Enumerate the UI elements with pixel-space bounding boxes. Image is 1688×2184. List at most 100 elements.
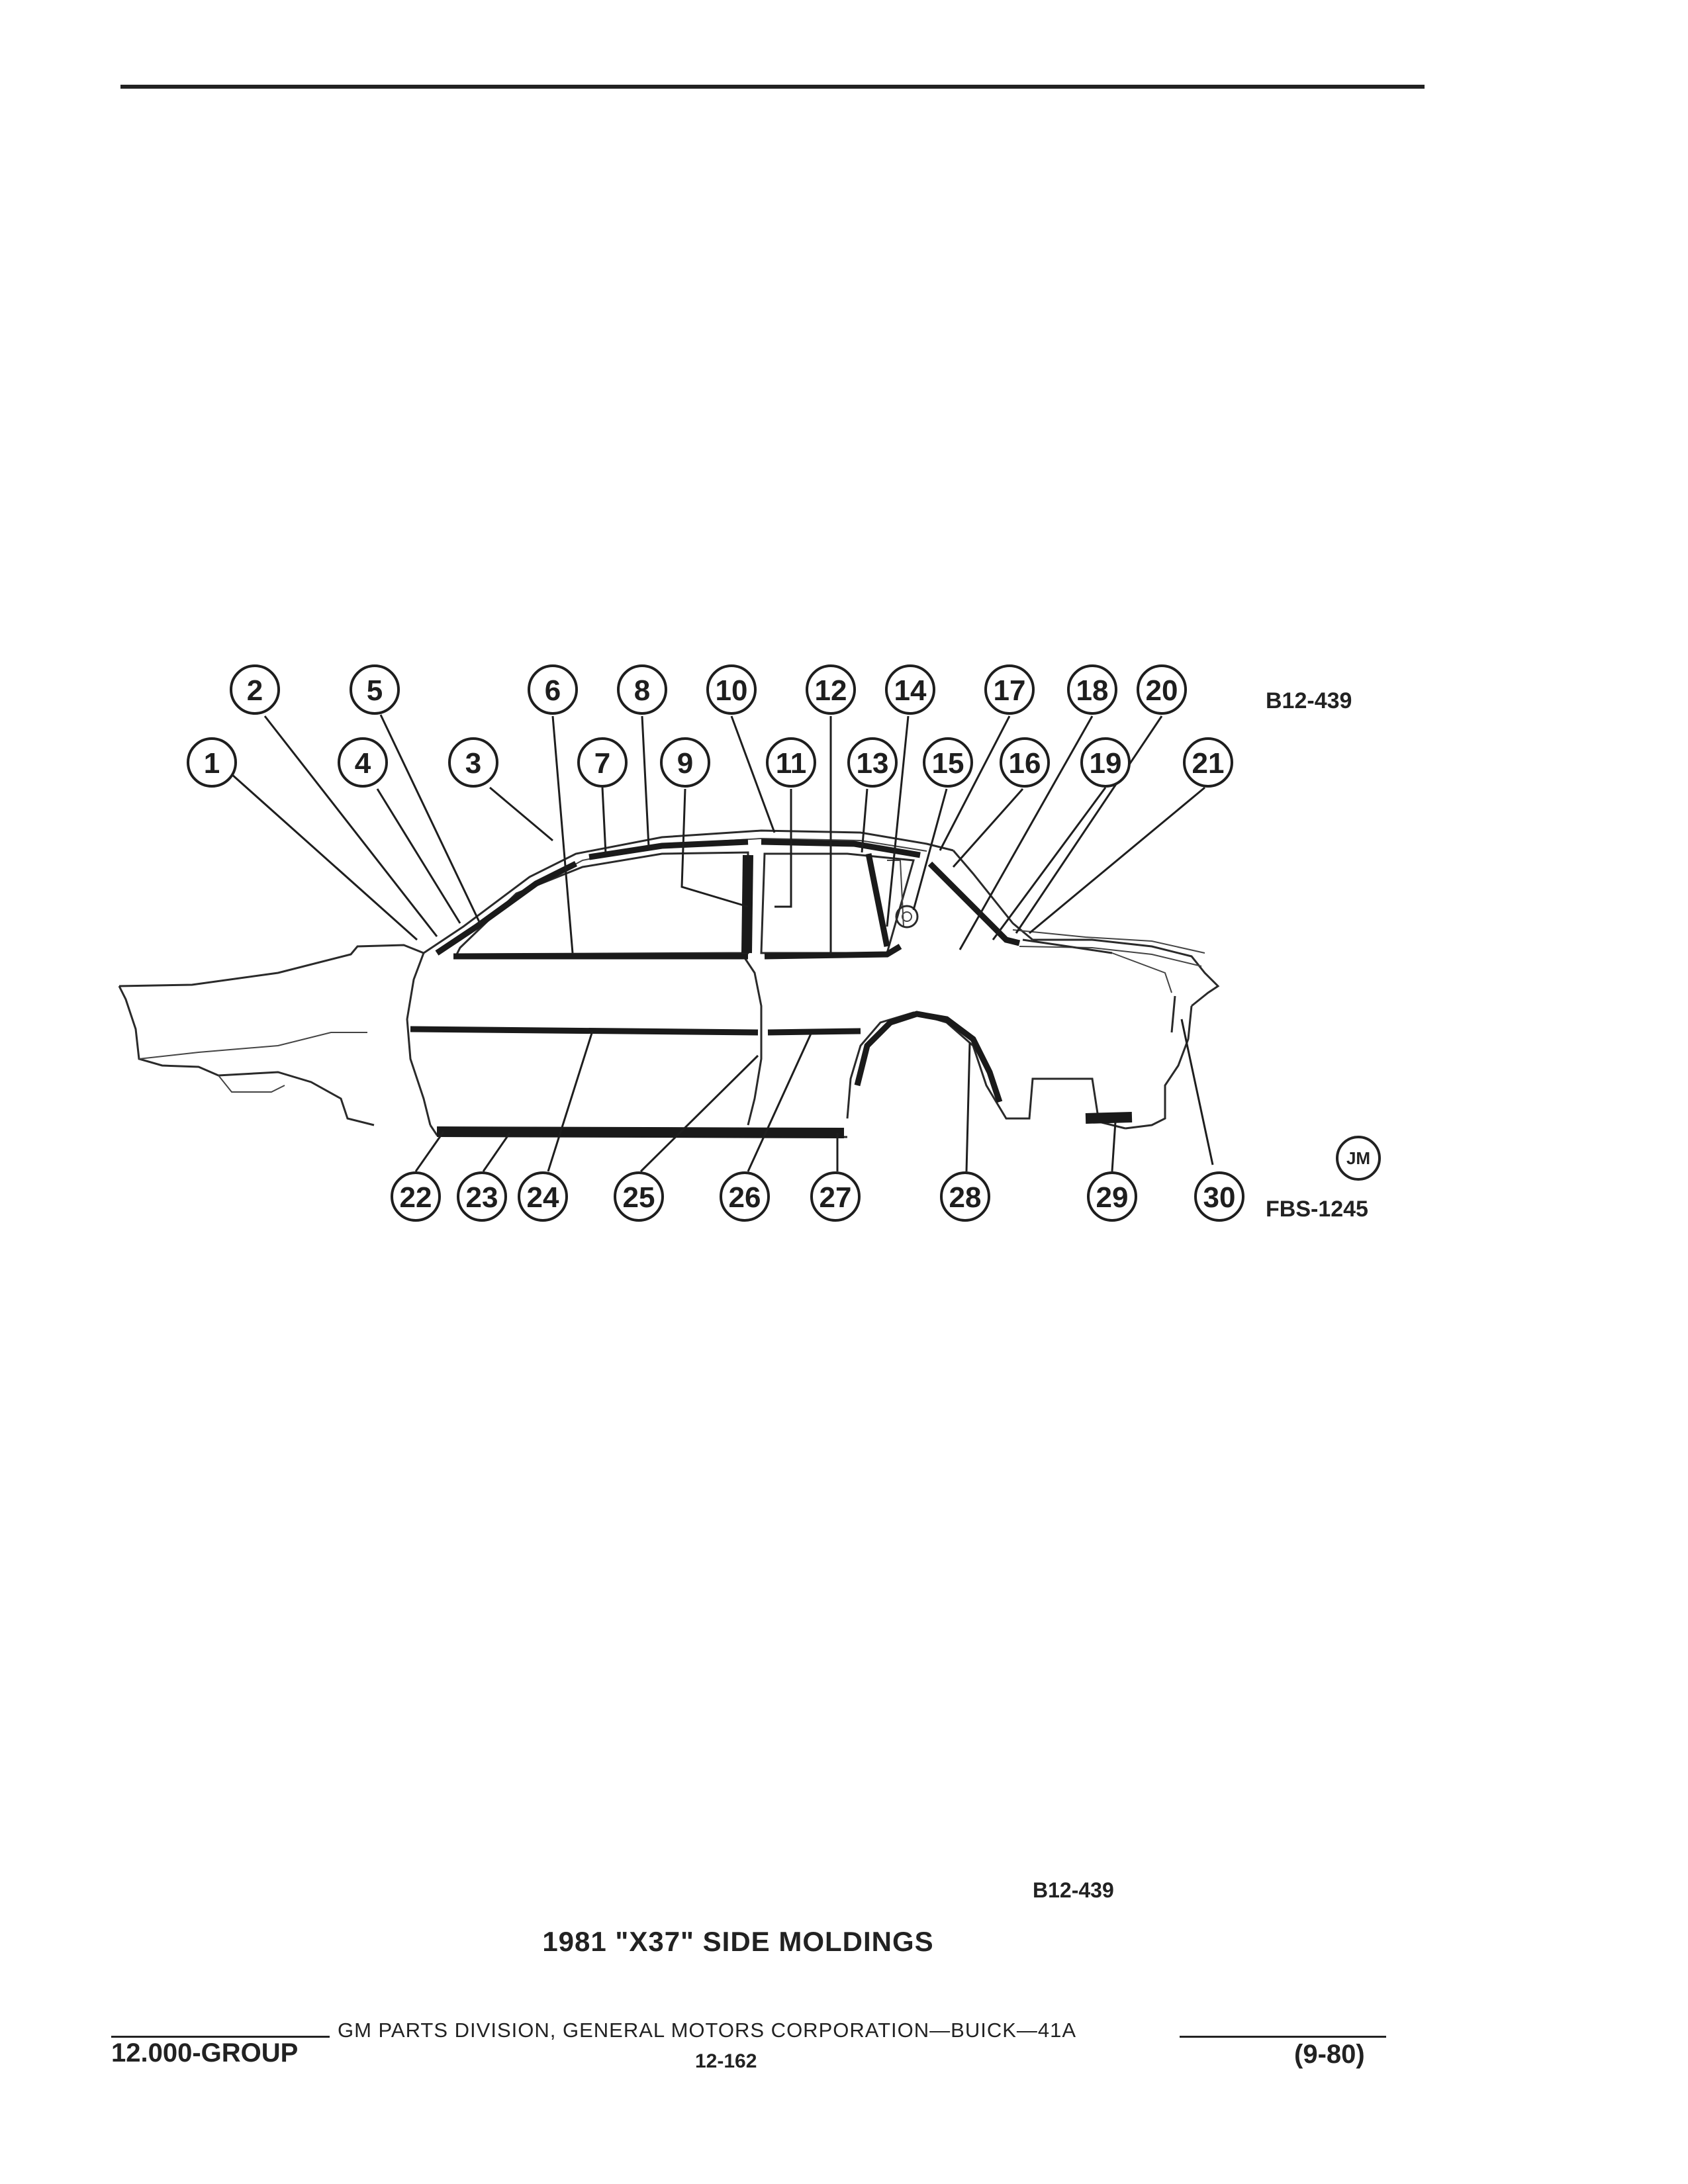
svg-text:7: 7 [594, 747, 610, 780]
callout-22: 22 [391, 1171, 441, 1222]
callout-11: 11 [766, 737, 816, 788]
callout-12: 12 [806, 664, 856, 715]
svg-text:18: 18 [1076, 674, 1109, 707]
callout-6: 6 [528, 664, 578, 715]
svg-text:26: 26 [729, 1181, 761, 1214]
callout-21: 21 [1183, 737, 1233, 788]
callout-leader-lines [231, 714, 1214, 1173]
svg-text:23: 23 [466, 1181, 498, 1214]
svg-text:29: 29 [1096, 1181, 1129, 1214]
leader-16 [952, 788, 1024, 868]
callout-25: 25 [614, 1171, 664, 1222]
callout-18: 18 [1067, 664, 1117, 715]
callout-27: 27 [810, 1171, 861, 1222]
car-body-outline [118, 829, 1220, 1138]
svg-text:5: 5 [367, 674, 383, 707]
callout-3: 3 [448, 737, 498, 788]
callout-15: 15 [923, 737, 973, 788]
leader-4 [376, 788, 461, 924]
leader-22 [414, 1131, 445, 1172]
callout-2: 2 [230, 664, 280, 715]
svg-text:21: 21 [1192, 747, 1225, 780]
callout-24: 24 [518, 1171, 568, 1222]
leader-14 [886, 715, 910, 927]
figure-caption: 1981 "X37" SIDE MOLDINGS [542, 1926, 934, 1957]
top-rule [120, 85, 1425, 89]
figure-code-bottom: FBS-1245 [1266, 1197, 1368, 1222]
svg-text:17: 17 [994, 674, 1026, 707]
callout-labels: 1 2 3 4 5 6 7 8 9 10 11 12 13 14 15 16 1… [187, 664, 1244, 1222]
leader-17 [939, 715, 1011, 851]
callout-17: 17 [984, 664, 1035, 715]
callout-10: 10 [706, 664, 757, 715]
leader-11 [774, 789, 792, 908]
figure-code-top: B12-439 [1266, 688, 1352, 713]
svg-text:25: 25 [623, 1181, 655, 1214]
callout-13: 13 [847, 737, 898, 788]
leader-9 [680, 788, 749, 908]
leader-25 [639, 1054, 759, 1173]
footer-rule-right [1180, 2036, 1386, 2038]
leader-18 [959, 715, 1094, 950]
leader-1 [231, 773, 418, 941]
callout-14: 14 [885, 664, 935, 715]
leader-30 [1180, 1019, 1214, 1165]
callout-1: 1 [187, 737, 237, 788]
leader-5 [379, 714, 481, 924]
callout-7: 7 [577, 737, 628, 788]
svg-text:4: 4 [355, 747, 371, 780]
leader-2 [263, 715, 438, 937]
leader-26 [747, 1033, 812, 1172]
callout-5: 5 [350, 664, 400, 715]
callout-26: 26 [720, 1171, 770, 1222]
artist-stamp: JM [1336, 1136, 1381, 1181]
svg-text:13: 13 [857, 747, 889, 780]
callout-16: 16 [1000, 737, 1050, 788]
svg-text:15: 15 [932, 747, 964, 780]
callout-9: 9 [660, 737, 710, 788]
svg-text:27: 27 [820, 1181, 852, 1214]
leader-23 [482, 1132, 511, 1172]
leader-21 [1029, 786, 1205, 934]
footer-group: 12.000-GROUP [111, 2038, 299, 2068]
svg-text:30: 30 [1203, 1181, 1236, 1214]
leader-3 [489, 786, 553, 842]
svg-text:1: 1 [204, 747, 220, 780]
svg-text:6: 6 [545, 674, 561, 707]
svg-text:9: 9 [677, 747, 693, 780]
svg-text:2: 2 [247, 674, 263, 707]
svg-text:28: 28 [949, 1181, 982, 1214]
svg-text:19: 19 [1090, 747, 1122, 780]
leader-7 [601, 787, 607, 854]
leader-6 [551, 715, 574, 954]
leader-19 [992, 787, 1107, 940]
footer-rule-left [111, 2036, 330, 2038]
svg-text:16: 16 [1009, 747, 1041, 780]
figure-reference: B12-439 [1033, 1878, 1114, 1902]
leader-13 [861, 788, 868, 853]
leader-24 [547, 1030, 594, 1172]
leader-28 [965, 1042, 971, 1172]
callout-23: 23 [457, 1171, 507, 1222]
callout-29: 29 [1087, 1171, 1137, 1222]
leader-10 [730, 715, 776, 833]
leader-20 [1015, 715, 1163, 934]
callout-28: 28 [940, 1171, 990, 1222]
callout-4: 4 [338, 737, 388, 788]
svg-text:14: 14 [894, 674, 927, 707]
footer-publisher: GM PARTS DIVISION, GENERAL MOTORS CORPOR… [338, 2019, 1077, 2042]
footer-date: (9-80) [1294, 2040, 1365, 2069]
leader-15 [912, 788, 948, 911]
svg-text:10: 10 [716, 674, 748, 707]
svg-text:3: 3 [465, 747, 481, 780]
svg-text:11: 11 [776, 747, 807, 780]
svg-text:8: 8 [634, 674, 650, 707]
callout-30: 30 [1194, 1171, 1244, 1222]
callout-20: 20 [1137, 664, 1187, 715]
leader-29 [1111, 1121, 1117, 1172]
footer-page-number: 12-162 [695, 2050, 757, 2072]
callout-19: 19 [1080, 737, 1131, 788]
svg-text:20: 20 [1146, 674, 1178, 707]
callout-8: 8 [617, 664, 667, 715]
